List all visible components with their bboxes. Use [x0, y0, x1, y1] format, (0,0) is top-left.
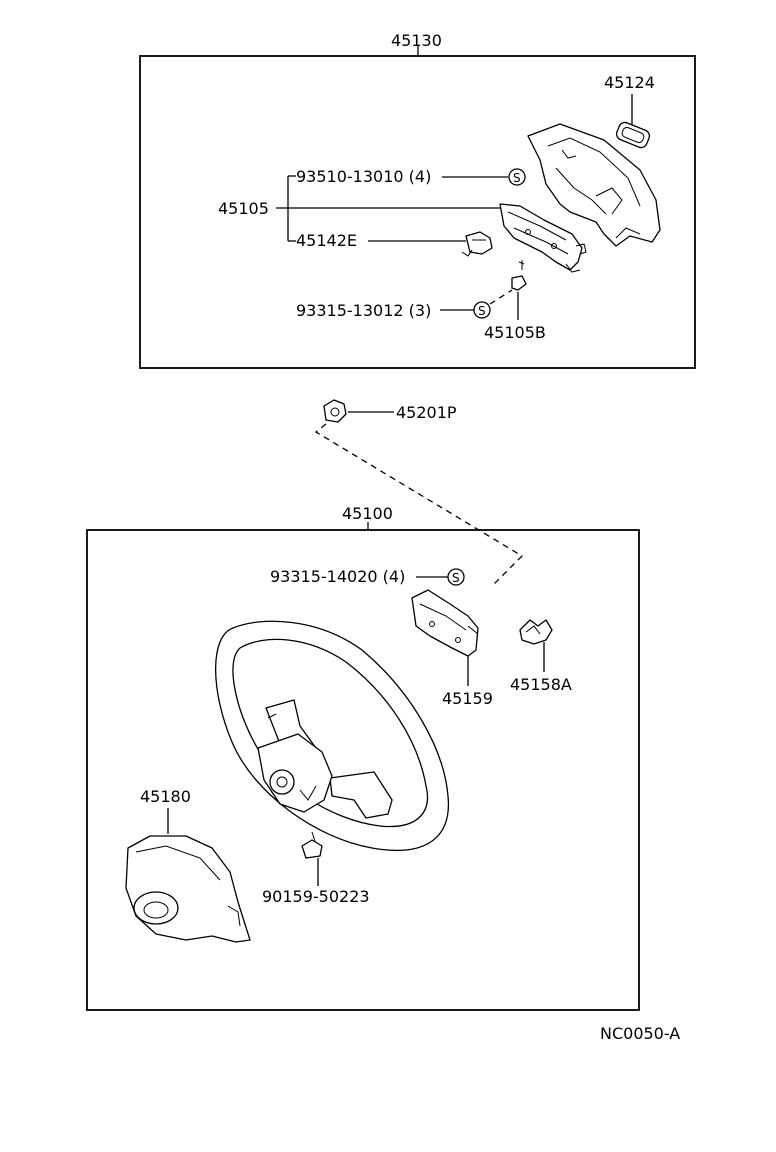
standard-part-mark-icon: S — [508, 168, 526, 186]
part-45105-label: 45105 — [218, 199, 269, 218]
part-45142E-label: 45142E — [296, 231, 357, 250]
part-90159-group: 90159-50223 — [262, 831, 370, 906]
bracket-45158A-icon — [519, 619, 553, 645]
part-93510-label: 93510-13010 (4) — [296, 167, 431, 186]
part-45201P-label: 45201P — [396, 403, 457, 422]
part-45124-label: 45124 — [604, 73, 655, 92]
svg-text:S: S — [513, 171, 521, 185]
screw-45105B-icon — [511, 260, 527, 291]
part-93315-14020-group: 93315-14020 (4) S — [270, 567, 465, 586]
standard-part-mark-icon: S — [447, 568, 465, 586]
svg-text:S: S — [452, 571, 460, 585]
part-45105B-group: 45105B — [484, 260, 546, 342]
bolt-90159-icon — [301, 831, 323, 859]
part-45180-group: 45180 — [125, 787, 251, 943]
part-45180-label: 45180 — [140, 787, 191, 806]
part-45201P-group: 45201P — [314, 399, 524, 585]
nut-45201P-icon — [323, 399, 347, 423]
part-45105B-label: 45105B — [484, 323, 546, 342]
part-93315-14020-label: 93315-14020 (4) — [270, 567, 405, 586]
part-45142E-group: 45142E — [296, 231, 493, 257]
assembly-45130-label: 45130 — [391, 31, 442, 50]
part-93315-13012-label: 93315-13012 (3) — [296, 301, 431, 320]
part-90159-label: 90159-50223 — [262, 887, 370, 906]
part-45158A-group: 45158A — [510, 619, 572, 694]
diagram-code: NC0050-A — [600, 1024, 680, 1043]
part-45105-group: 45105 — [218, 175, 500, 242]
steering-lower-cover-icon — [125, 835, 251, 943]
part-45159-label: 45159 — [442, 689, 493, 708]
assembly-45100-group: 45100 — [86, 504, 640, 1011]
assembly-45100-frame — [86, 529, 640, 1011]
part-45158A-label: 45158A — [510, 675, 572, 694]
svg-text:S: S — [478, 304, 486, 318]
steering-pad-cover-icon — [527, 123, 661, 247]
horn-contact-plate-icon — [411, 589, 479, 657]
assembly-45100-label: 45100 — [342, 504, 393, 523]
part-93510-group: 93510-13010 (4) S — [296, 167, 526, 186]
horn-plate-bracket-icon — [499, 203, 587, 273]
part-93315-13012-group: 93315-13012 (3) S — [296, 289, 513, 320]
steering-wheel-icon — [214, 620, 450, 852]
assembly-45130-group: 45130 — [139, 31, 696, 369]
part-45124-group: 45124 — [604, 73, 655, 149]
part-45159-group: 45159 — [411, 589, 493, 708]
clip-45124-icon — [615, 121, 651, 149]
standard-part-mark-icon: S — [473, 301, 491, 319]
contact-45142E-icon — [461, 231, 493, 257]
